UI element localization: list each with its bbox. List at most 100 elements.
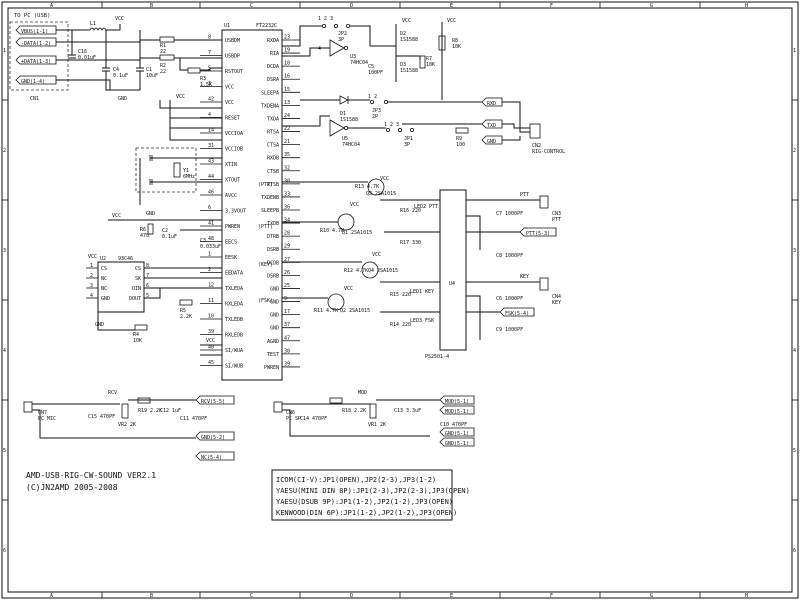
u1-right-pin-name: TXDB [267,221,279,227]
u1-left-pin-name: SI/WUA [225,348,243,354]
row-label-2-right: 2 [793,148,796,154]
u1-left-pin-name: RXLEDB [225,333,243,339]
eeprom-left-pin-number: 3 [90,283,93,289]
rcv-label: RCV [108,390,117,396]
out-fsk-54: FSK(5-4) [499,307,535,317]
row-label-3: 3 [3,248,6,254]
cat-port-gnd: GND [481,135,503,145]
u1-left-pin-number: 5 [208,66,211,72]
jumper-notes: ICOM(CI-V):JP1(OPEN),JP2(2-3),JP3(1-2) Y… [271,469,470,521]
u1-chip: U1 FT2232C [221,23,283,381]
out-ptt-53-label: PTT(5-3) [526,231,550,237]
l1-inductor [89,27,107,31]
u1-right-pin-number: 22 [284,126,290,132]
row-label-6-right: 6 [793,548,796,554]
vcc-label-q2: VCC [344,286,353,292]
row-label-6: 6 [3,548,6,554]
u1-left-pin-number: 48 [208,236,214,242]
eeprom-right-pin-number: 7 [146,273,149,279]
mod-port-gnd-1-label: GND(5-1) [445,431,469,437]
jp3-ref: JP3 [372,108,381,114]
vcc-label-q1: VCC [350,202,359,208]
eeprom-left-pin-name: NC [101,276,107,282]
u1-right-pin-number: 32 [284,165,290,171]
col-label-e-bottom: E [450,593,453,599]
d1-ref: D1 [340,111,346,117]
r5-ref: R5 [180,308,186,314]
r12-label: R12 4.7K [344,268,368,274]
u1-right-pin-name: RTSB [267,182,279,188]
u1-right-pin-number: 39 [284,361,290,367]
u1-right-pin-name: DTRB [267,234,279,240]
u1-left-pin-name: VCCIOA [225,131,243,137]
col-label-d: D [350,3,353,9]
u1-left-pin-number: 4 [208,112,211,118]
u1-left-pin-name: EECS [225,240,237,246]
d3-ref: D3 [400,62,406,68]
r2-value: 22 [160,69,166,75]
pin-note-dtrb: (KEY) [258,262,273,268]
r13-label: R13 4.7K [355,184,379,190]
u1-left-pin-number: 42 [208,97,214,103]
title-line1: AMD-USB-RIG-CW-SOUND VER2.1 [26,471,156,480]
row-label-2: 2 [3,148,6,154]
u1-right-pin-name: TXDENA [261,103,279,109]
usb-port-gnd-label: GND(1-4) [21,79,45,85]
u1-right-pin-name: GND [270,326,279,332]
u1-left-pin-name: XTIN [225,162,237,168]
u1-right-pin-name: RXDA [267,38,279,44]
note-yaesu-mini: YAESU(MINI DIN 8P):JP1(2-3),JP2(2-3),JP3… [276,487,470,495]
c9-label: C9 1000PF [496,327,523,333]
eeprom-right-pin-name: DOUT [129,296,141,302]
col-label-g-bottom: G [650,593,653,599]
u4-chip [439,189,467,351]
c10-label: C10 470PF [440,422,467,428]
usb-port-minus: -DATA(1-2) [15,37,57,47]
c3-ref: C3 [200,238,206,244]
u1-left-pin-number: 12 [208,283,214,289]
cat-section: 1 2 3 JP2 3P 4 U3 74HC04 D2 1S1588 D3 1S… [282,16,565,155]
jp3-value: 2P [372,114,378,120]
u1-right-pin-number: 17 [284,309,290,315]
u1-left-pin-number: 31 [208,143,214,149]
usb-section: TO PC (USB) CN1 VBUS(1-1) -DATA(1-2) +DA… [9,13,222,102]
row-label-1-right: 1 [793,48,796,54]
col-label-b: B [150,3,153,9]
u1-right-pin-name: SLEEPA [261,90,279,96]
vcc-label-eeprom: VCC [88,254,97,260]
out-ptt: PTT [520,192,529,198]
r4-ref: R4 [133,332,139,338]
jp3-pins: 1 2 [368,94,377,100]
u1-left-pin-number: 3 [208,81,211,87]
q3-stage: R13 4.7K Q3 2SA1015 VCC [282,176,396,197]
c8-label: C8 1000PF [496,253,523,259]
u1-left-pin-number: 8 [208,35,211,41]
u1-right-pin-number: 24 [284,113,290,119]
u2-ref: U2 [100,256,106,262]
u4-ref: U4 [449,281,455,287]
r10-label: R10 4.7K [320,228,344,234]
u1-left-pin-name: RXLEDA [225,302,243,308]
u1-left-pin-name: EESK [225,255,237,261]
q2-stage: R11 4.7K Q2 2SA1015 VCC [282,286,370,314]
r8-ref: R8 [452,38,458,44]
u1-right-pin-name: TXDENB [261,195,279,201]
u1-right-pin-name: PWREN [264,365,279,371]
r17-label: R17 330 [400,240,421,246]
usb-port-minus-label: -DATA(1-2) [21,41,51,47]
note-kenwood: KENWOOD(DIN 6P):JP1(1-2),JP2(1-2),JP3(OP… [276,509,457,517]
r6-value: 470 [140,233,149,239]
u1-left-pin-number: 41 [208,221,214,227]
u1-left-pin-number: 40 [208,345,214,351]
col-label-g: G [650,3,653,9]
r1-value: 22 [160,49,166,55]
u1-left-pin-number: 44 [208,174,214,180]
u1-right-pin-name: RXDB [267,156,279,162]
u1-left-pin-name: RSTOUT [225,69,243,75]
c1-value: 10uF [146,73,158,79]
pin-note-dsrb: (FSK) [258,298,273,304]
eeprom-right-pin-number: 5 [146,293,149,299]
r7-value: 10K [426,62,435,68]
u1-left-pin-number: 7 [208,50,211,56]
